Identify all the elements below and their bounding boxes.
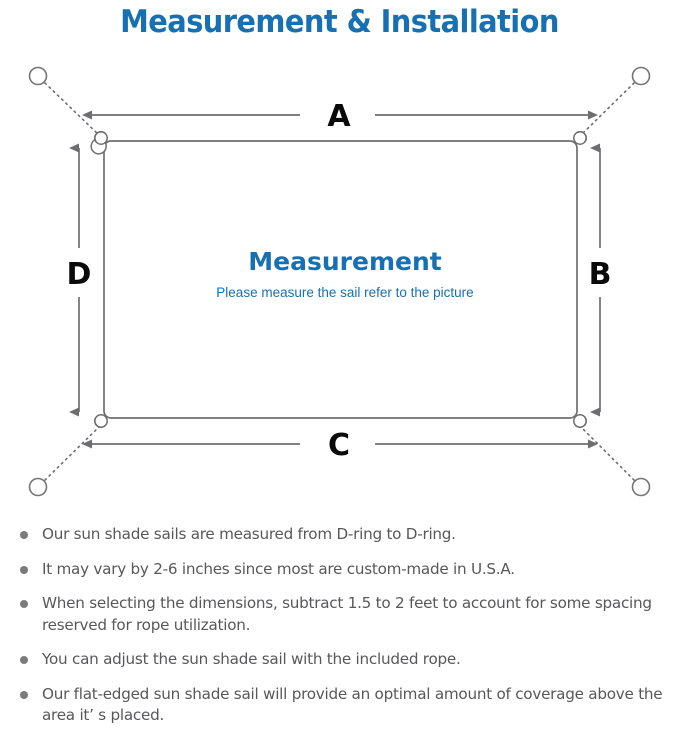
rope-line-top-right: [579, 82, 635, 137]
diagram-center-subtitle: Please measure the sail refer to the pic…: [216, 285, 473, 300]
list-item: You can adjust the sun shade sail with t…: [12, 649, 665, 671]
bullet-icon: [20, 565, 28, 574]
bullet-icon: [20, 531, 28, 539]
d-ring-top-right: [573, 131, 587, 145]
rope-line-bottom-left: [44, 425, 101, 481]
anchor-ring-bottom-left: [28, 477, 48, 497]
list-item: Our flat-edged sun shade sail will provi…: [12, 684, 665, 727]
anchor-ring-bottom-right: [631, 477, 651, 497]
dimension-label-d: D: [67, 257, 92, 292]
list-item: It may vary by 2-6 inches since most are…: [12, 559, 665, 581]
list-item-text: Our flat-edged sun shade sail will provi…: [42, 684, 663, 725]
d-ring-bottom-left: [94, 414, 108, 428]
bullet-icon: [20, 600, 28, 609]
d-ring-top-left: [90, 131, 108, 155]
dimension-label-b: B: [589, 257, 612, 292]
sail-body: [103, 140, 578, 419]
dimension-label-a: A: [327, 99, 351, 134]
anchor-ring-top-left: [28, 66, 48, 86]
page-title: Measurement & Installation: [120, 4, 559, 40]
list-item: Our sun shade sails are measured from D-…: [12, 524, 665, 546]
list-item-text: You can adjust the sun shade sail with t…: [42, 650, 461, 669]
diagram-center-heading: Measurement: [248, 247, 441, 276]
list-item-text: It may vary by 2-6 inches since most are…: [42, 559, 515, 578]
measurement-diagram: A C D B Measurement Please measure the s…: [0, 52, 679, 522]
d-ring-bottom-right: [573, 414, 587, 428]
rope-line-bottom-right: [579, 425, 635, 481]
list-item-text: Our sun shade sails are measured from D-…: [42, 525, 456, 543]
bullet-icon: [20, 656, 28, 665]
notes-list: Our sun shade sails are measured from D-…: [0, 524, 679, 727]
bullet-icon: [20, 690, 28, 699]
dimension-label-c: C: [328, 428, 350, 463]
list-item: When selecting the dimensions, subtract …: [12, 593, 665, 636]
measurement-diagram-svg: A C D B Measurement Please measure the s…: [28, 66, 651, 497]
anchor-ring-top-right: [631, 66, 651, 86]
rope-line-top-left: [44, 82, 101, 137]
list-item-text: When selecting the dimensions, subtract …: [42, 594, 652, 634]
